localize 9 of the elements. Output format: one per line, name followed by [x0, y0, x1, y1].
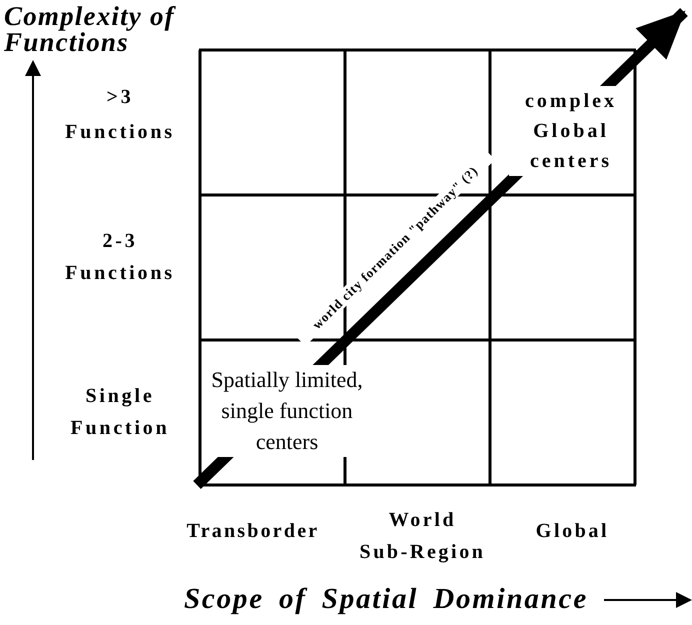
column-label: World Sub-Region	[358, 508, 487, 565]
column-label: Global	[534, 519, 610, 544]
row-label: >3 Functions	[64, 85, 176, 145]
column-label: Transborder	[186, 519, 320, 544]
row-label: 2-3 Functions	[64, 229, 176, 286]
node-text: Spatially limited, single function centers	[211, 365, 363, 458]
axis-title: Scope of Spatial Dominance	[183, 584, 589, 616]
axis-title: Complexity of Functions	[4, 4, 177, 56]
row-label: Single Function	[69, 384, 171, 441]
